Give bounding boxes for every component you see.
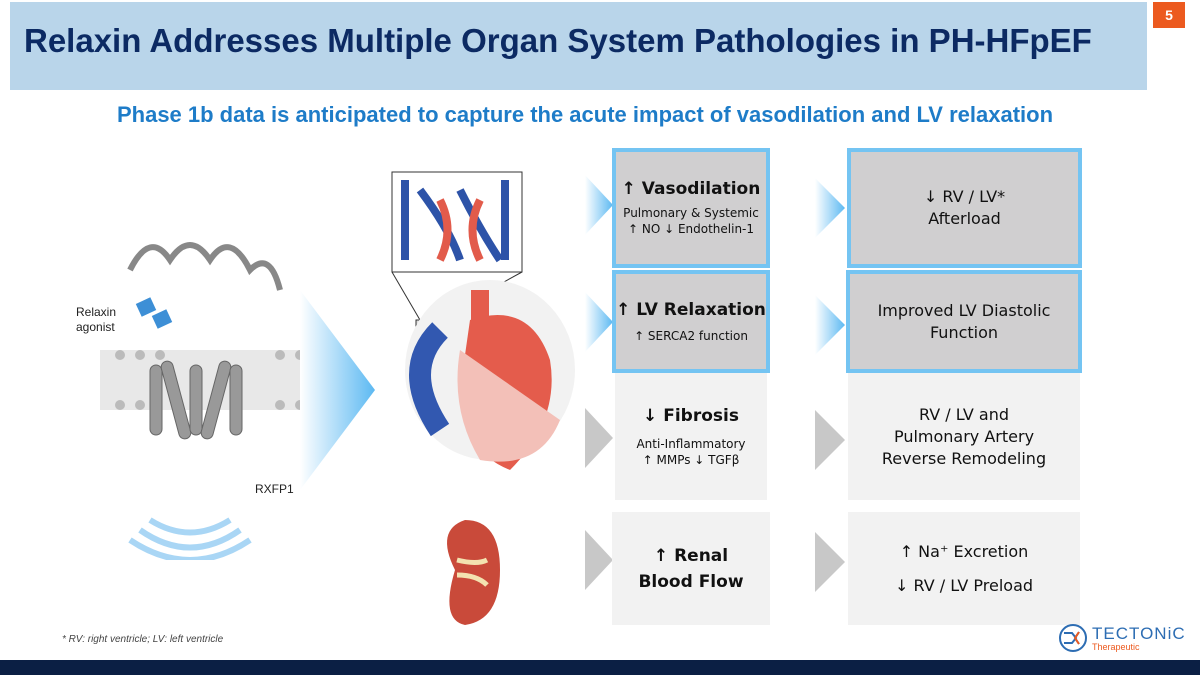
page-title: Relaxin Addresses Multiple Organ System … <box>24 22 1092 59</box>
effect-line: ↑ NO ↓ Endothelin-1 <box>627 222 755 236</box>
afterload-box: ↓ RV / LV* Afterload <box>847 148 1082 268</box>
arrow-icon <box>815 295 845 355</box>
arrow-icon <box>815 178 845 238</box>
remodeling-box: RV / LV and Pulmonary Artery Reverse Rem… <box>848 373 1080 500</box>
preload-box: ↑ Na⁺ Excretion ↓ RV / LV Preload <box>848 512 1080 625</box>
arrow-icon <box>815 410 845 470</box>
bottom-bar <box>0 660 1200 675</box>
logo-name: TECTONiC <box>1092 623 1186 643</box>
rxfp1-receptor-illustration <box>100 242 320 560</box>
title-band <box>10 2 1147 90</box>
lv-relaxation-box: ↑ LV Relaxation ↑ SERCA2 function <box>612 270 770 373</box>
arrow-icon <box>815 532 845 592</box>
arrow-icon <box>585 408 613 468</box>
effect-title: ↑ Renal <box>653 545 729 566</box>
effect-title: ↑ Vasodilation <box>621 179 761 199</box>
diastolic-function-box: Improved LV Diastolic Function <box>846 270 1082 373</box>
arrow-icon <box>585 530 613 590</box>
arrow-icon <box>585 175 613 235</box>
effect-line: ↑ MMPs ↓ TGFβ <box>642 452 740 467</box>
effect-line: ↑ SERCA2 function <box>634 328 748 343</box>
renal-blood-flow-box: ↑ Renal Blood Flow <box>612 512 770 625</box>
page-number: 5 <box>1153 2 1185 28</box>
relaxin-agonist-label: Relaxin agonist <box>76 305 117 334</box>
heart-lung-illustration <box>391 171 575 470</box>
outcome-line: Improved LV Diastolic <box>877 300 1051 320</box>
outcome-line: RV / LV and <box>918 404 1010 424</box>
big-arrow-icon <box>300 290 375 490</box>
outcome-line: ↑ Na⁺ Excretion <box>899 541 1029 561</box>
outcome-line: Pulmonary Artery <box>893 426 1035 446</box>
outcome-line: ↓ RV / LV* <box>923 187 1006 206</box>
fibrosis-box: ↓ Fibrosis Anti-Inflammatory ↑ MMPs ↓ TG… <box>615 373 767 500</box>
rxfp1-label: RXFP1 <box>255 482 294 496</box>
outcome-line: Afterload <box>928 209 1001 228</box>
company-logo: TECTONiC Therapeutic <box>1058 623 1186 653</box>
logo-mark-icon <box>1059 624 1087 652</box>
effect-title: Blood Flow <box>638 571 744 592</box>
outcome-line: Reverse Remodeling <box>881 448 1047 468</box>
kidney-illustration <box>447 520 500 625</box>
subtitle: Phase 1b data is anticipated to capture … <box>116 102 1054 127</box>
effect-line: Anti-Inflammatory <box>636 436 746 451</box>
vasodilation-box: ↑ Vasodilation Pulmonary & Systemic ↑ NO… <box>612 148 770 268</box>
effect-line: Pulmonary & Systemic <box>623 206 759 220</box>
outcome-line: ↓ RV / LV Preload <box>894 575 1034 595</box>
footnote: * RV: right ventricle; LV: left ventricl… <box>62 634 224 645</box>
effect-title: ↓ Fibrosis <box>643 405 739 426</box>
outcome-line: Function <box>929 322 999 342</box>
arrow-icon <box>585 292 613 352</box>
logo-tagline: Therapeutic <box>1092 641 1140 652</box>
effect-title: ↑ LV Relaxation <box>616 299 766 320</box>
